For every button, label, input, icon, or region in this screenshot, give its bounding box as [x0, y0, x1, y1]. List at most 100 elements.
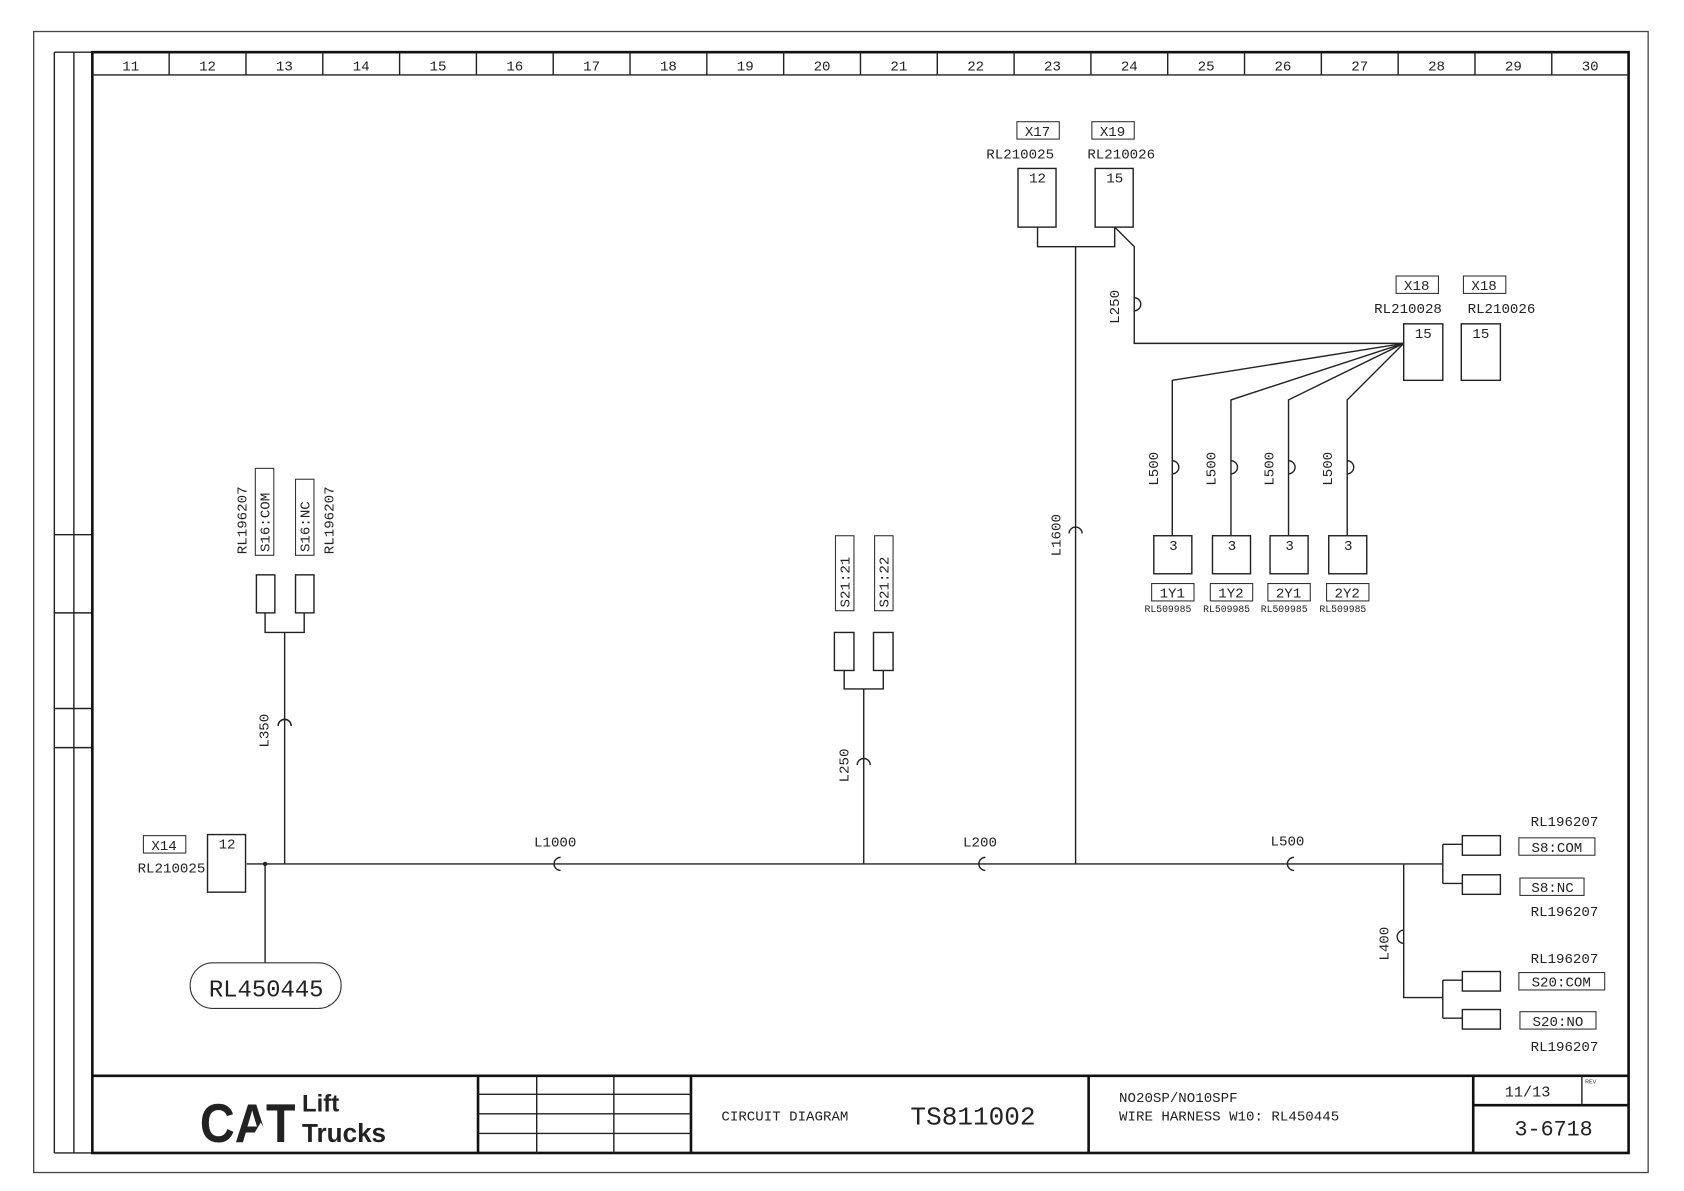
connector-x18-rl210028[interactable]: X18 RL210028 15 — [1374, 275, 1444, 382]
column-label: 11 — [122, 60, 139, 76]
svg-text:CAT: CAT — [200, 1093, 296, 1154]
svg-text:RL210026: RL210026 — [1087, 148, 1155, 164]
column-label: 12 — [199, 60, 216, 76]
svg-text:RL196207: RL196207 — [323, 486, 339, 554]
svg-text:12: 12 — [1029, 172, 1046, 188]
svg-text:L250: L250 — [838, 749, 854, 783]
connector-s21[interactable]: S21:21 S21:22 — [833, 535, 894, 672]
column-label: 30 — [1582, 60, 1599, 76]
connector-s8[interactable]: RL196207 S8:COM S8:NC RL196207 — [1461, 815, 1599, 921]
svg-text:L500: L500 — [1321, 452, 1337, 486]
svg-text:X19: X19 — [1100, 125, 1125, 141]
svg-text:15: 15 — [1415, 327, 1432, 343]
svg-text:1Y1: 1Y1 — [1160, 587, 1185, 603]
svg-text:L250: L250 — [1108, 290, 1124, 324]
column-label: 20 — [814, 60, 831, 76]
svg-text:RL196207: RL196207 — [1531, 952, 1599, 968]
connector-valve-1y1[interactable]: 3 1Y1 RL509985 — [1144, 535, 1195, 615]
trunk-wire: L1600 — [1036, 227, 1116, 864]
svg-text:RL509985: RL509985 — [1144, 604, 1191, 615]
connector-s16[interactable]: RL196207 S16:COM S16:NC RL196207 — [236, 467, 339, 614]
length-mark-l500: L500 — [1271, 834, 1305, 872]
connector-valve-1y2[interactable]: 3 1Y2 RL509985 — [1203, 535, 1254, 615]
valve-fanout: L500 L500 L500 L500 — [1147, 342, 1405, 536]
column-label: 28 — [1428, 60, 1445, 76]
column-label: 21 — [890, 60, 907, 76]
svg-text:RL196207: RL196207 — [236, 486, 252, 554]
pin-count: 12 — [219, 838, 236, 854]
column-label: 22 — [967, 60, 984, 76]
connector-s20[interactable]: RL196207 S20:COM S20:NO RL196207 — [1461, 952, 1606, 1056]
svg-text:RL210026: RL210026 — [1468, 302, 1536, 318]
svg-text:X18: X18 — [1471, 279, 1496, 295]
svg-text:L400: L400 — [1377, 927, 1393, 961]
svg-text:3: 3 — [1285, 539, 1293, 555]
branch-s8-s20: L400 — [1377, 843, 1463, 1019]
svg-text:Lift: Lift — [302, 1091, 339, 1118]
svg-text:S8:COM: S8:COM — [1531, 841, 1582, 857]
svg-text:S21:21: S21:21 — [839, 557, 855, 608]
sheet-number: 11/13 — [1505, 1083, 1551, 1101]
svg-text:2Y2: 2Y2 — [1334, 587, 1359, 603]
rev-label: REV — [1585, 1079, 1597, 1085]
column-label: 13 — [276, 60, 293, 76]
svg-text:RL210025: RL210025 — [986, 148, 1054, 164]
svg-text:Trucks: Trucks — [302, 1118, 386, 1148]
svg-text:L500: L500 — [1271, 834, 1305, 850]
svg-text:3: 3 — [1228, 539, 1236, 555]
svg-text:S21:22: S21:22 — [878, 557, 894, 608]
connector-tag: X14 — [151, 839, 176, 855]
svg-text:RL210028: RL210028 — [1374, 302, 1442, 318]
column-label: 15 — [430, 60, 447, 76]
drawing-number: 3-6718 — [1515, 1118, 1593, 1143]
description-line1: NO20SP/NO10SPF — [1119, 1091, 1238, 1107]
svg-text:RL509985: RL509985 — [1203, 604, 1250, 615]
svg-text:3: 3 — [1169, 539, 1177, 555]
outer-frame — [33, 30, 1649, 1174]
column-label: 26 — [1274, 60, 1291, 76]
svg-text:3: 3 — [1344, 539, 1352, 555]
svg-text:S16:NC: S16:NC — [299, 501, 315, 552]
connector-x19[interactable]: X19 RL210026 15 — [1087, 121, 1155, 228]
svg-text:15: 15 — [1106, 172, 1123, 188]
left-margin-strip — [53, 51, 93, 1154]
wire-x19-x18: L250 — [1108, 226, 1404, 345]
cat-lift-trucks-logo: CAT Lift Trucks — [200, 1091, 386, 1154]
svg-text:RL196207: RL196207 — [1531, 815, 1599, 831]
svg-text:2Y1: 2Y1 — [1276, 587, 1301, 603]
svg-text:L500: L500 — [1262, 452, 1278, 486]
svg-text:S16:COM: S16:COM — [258, 493, 274, 552]
svg-text:L1000: L1000 — [534, 836, 576, 852]
harness-label: RL450445 — [189, 962, 342, 1009]
column-label: 27 — [1351, 60, 1368, 76]
doc-number: TS811002 — [910, 1103, 1035, 1133]
svg-text:X17: X17 — [1025, 125, 1050, 141]
connector-valve-2y2[interactable]: 3 2Y2 RL509985 — [1319, 535, 1370, 615]
svg-text:L500: L500 — [1205, 452, 1221, 486]
description-line2: WIRE HARNESS W10: RL450445 — [1119, 1109, 1339, 1125]
svg-text:15: 15 — [1472, 327, 1489, 343]
connector-x18-rl210026[interactable]: X18 RL210026 15 — [1460, 275, 1536, 382]
column-label: 14 — [353, 60, 370, 76]
harness-part-number: RL450445 — [209, 977, 324, 1004]
column-label: 25 — [1198, 60, 1215, 76]
connector-x17[interactable]: X17 RL210025 12 — [986, 121, 1060, 228]
column-label: 24 — [1121, 60, 1138, 76]
connector-x14[interactable]: X14 RL210025 12 — [138, 833, 247, 893]
svg-text:RL509985: RL509985 — [1319, 604, 1366, 615]
connector-valve-2y1[interactable]: 3 2Y1 RL509985 — [1261, 535, 1311, 615]
svg-text:L350: L350 — [257, 714, 273, 748]
connector-part: RL210025 — [138, 862, 206, 878]
column-label: 19 — [737, 60, 754, 76]
branch-s16: L350 — [257, 612, 305, 864]
doc-type: CIRCUIT DIAGRAM — [721, 1109, 848, 1125]
svg-text:RL509985: RL509985 — [1261, 604, 1308, 615]
svg-text:RL196207: RL196207 — [1531, 1040, 1599, 1056]
column-label: 29 — [1505, 60, 1522, 76]
branch-s21: L250 — [838, 670, 884, 864]
title-block — [92, 1074, 1629, 1153]
column-label: 18 — [660, 60, 677, 76]
svg-text:RL196207: RL196207 — [1531, 905, 1599, 921]
